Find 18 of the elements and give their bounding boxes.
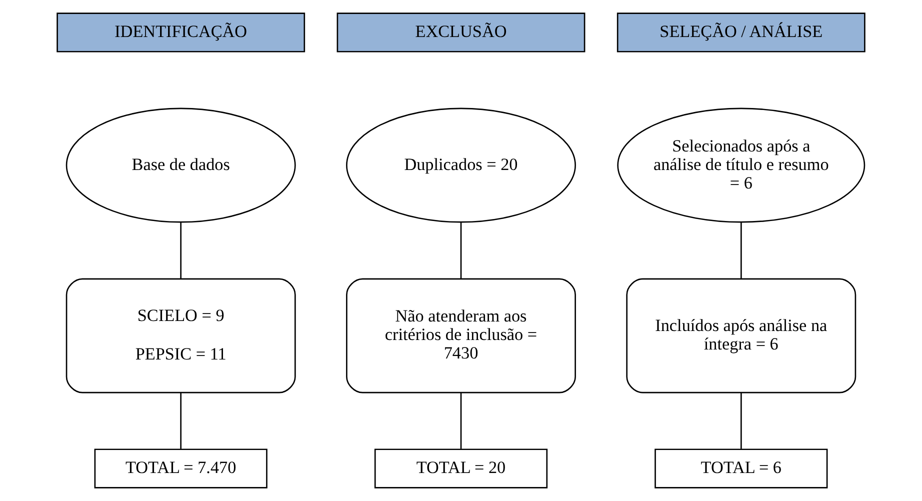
node-box: TOTAL = 6 <box>654 448 828 488</box>
node-box: EXCLUSÃO <box>336 12 586 52</box>
connector <box>740 222 742 279</box>
node-box: TOTAL = 7.470 <box>94 448 268 488</box>
node-box: SCIELO = 9 PEPSIC = 11 <box>66 278 296 394</box>
connector <box>740 392 742 449</box>
connector <box>180 222 182 279</box>
connector <box>180 392 182 449</box>
node-ellipse: Base de dados <box>66 108 296 223</box>
node-box: Não atenderam aos critérios de inclusão = 7430 <box>346 278 576 394</box>
node-box: SELEÇÃO / ANÁLISE <box>616 12 866 52</box>
connector <box>460 222 462 279</box>
node-box: Incluídos após análise na íntegra = 6 <box>626 278 856 394</box>
node-box: TOTAL = 20 <box>374 448 548 488</box>
connector <box>460 392 462 449</box>
node-box: IDENTIFICAÇÃO <box>56 12 306 52</box>
node-ellipse: Duplicados = 20 <box>346 108 576 223</box>
node-ellipse: Selecionados após a análise de título e resumo = 6 <box>617 108 866 223</box>
